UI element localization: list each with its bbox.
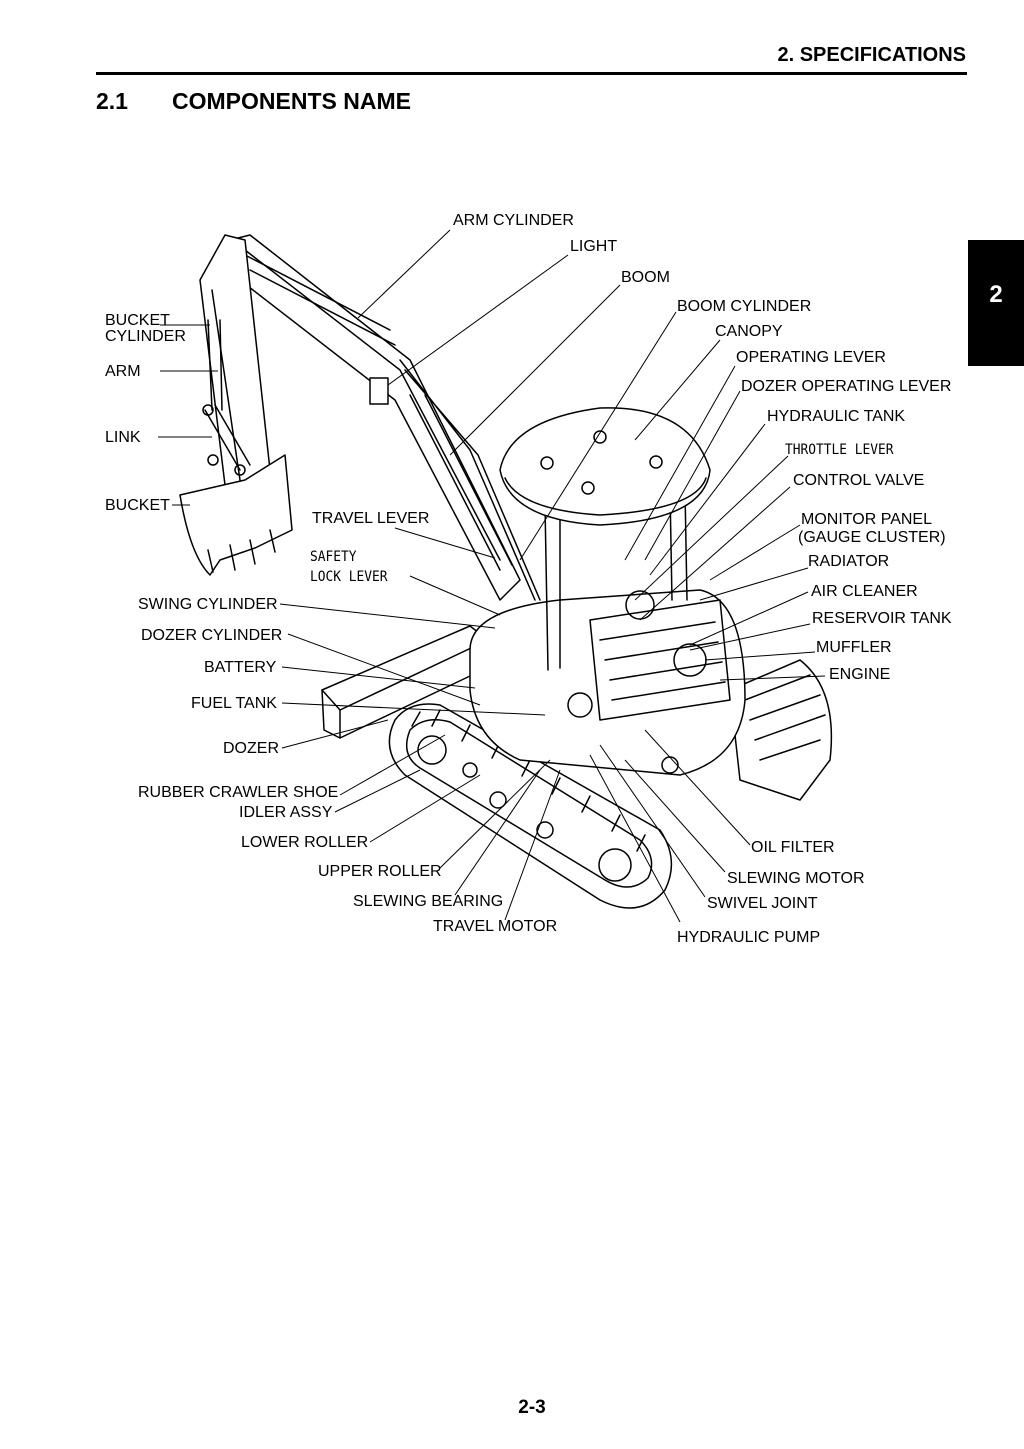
label-safety: SAFETY [310, 549, 357, 565]
label-slewing-motor: SLEWING MOTOR [727, 870, 865, 887]
label-throttle-lever: THROTTLE LEVER [785, 442, 894, 458]
label-arm: ARM [105, 363, 141, 380]
label-light: LIGHT [570, 238, 618, 255]
label-rubber-crawler-shoe: RUBBER CRAWLER SHOE [138, 784, 339, 801]
label-bucket: BUCKET [105, 497, 170, 514]
label-canopy: CANOPY [715, 323, 783, 340]
label-lower-roller: LOWER ROLLER [241, 834, 369, 851]
label-bucket-cylinder-2: CYLINDER [105, 328, 186, 345]
label-gauge-cluster: (GAUGE CLUSTER) [798, 529, 946, 546]
section-title: COMPONENTS NAME [172, 88, 411, 114]
section-number: 2.1 [96, 88, 128, 114]
label-engine: ENGINE [829, 666, 891, 683]
chapter-tab: 2 [968, 240, 1024, 366]
label-travel-lever: TRAVEL LEVER [312, 510, 430, 527]
label-reservoir-tank: RESERVOIR TANK [812, 610, 952, 627]
label-dozer-operating-lever: DOZER OPERATING LEVER [741, 378, 952, 395]
label-swing-cylinder: SWING CYLINDER [138, 596, 278, 613]
label-dozer: DOZER [223, 740, 279, 757]
label-muffler: MUFFLER [816, 639, 892, 656]
label-dozer-cylinder: DOZER CYLINDER [141, 627, 283, 644]
label-bucket-cylinder: BUCKET [105, 312, 170, 329]
label-control-valve: CONTROL VALVE [793, 472, 925, 489]
label-link: LINK [105, 429, 141, 446]
label-swivel-joint: SWIVEL JOINT [707, 895, 818, 912]
label-arm-cylinder: ARM CYLINDER [453, 212, 574, 229]
label-slewing-bearing: SLEWING BEARING [353, 893, 504, 910]
label-oil-filter: OIL FILTER [751, 839, 835, 856]
page-number: 2-3 [518, 1397, 546, 1418]
label-lock-lever: LOCK LEVER [310, 569, 388, 585]
label-hydraulic-pump: HYDRAULIC PUMP [677, 929, 821, 946]
label-radiator: RADIATOR [808, 553, 890, 570]
label-fuel-tank: FUEL TANK [191, 695, 277, 712]
label-idler-assy: IDLER ASSY [239, 804, 333, 821]
label-operating-lever: OPERATING LEVER [736, 349, 886, 366]
label-boom: BOOM [621, 269, 670, 286]
label-air-cleaner: AIR CLEANER [811, 583, 918, 600]
label-hydraulic-tank: HYDRAULIC TANK [767, 408, 906, 425]
header-divider [96, 72, 967, 75]
label-boom-cylinder: BOOM CYLINDER [677, 298, 812, 315]
running-header: 2. SPECIFICATIONS [777, 44, 966, 66]
label-battery: BATTERY [204, 659, 277, 676]
label-travel-motor: TRAVEL MOTOR [433, 918, 558, 935]
label-monitor-panel: MONITOR PANEL [801, 511, 932, 528]
label-upper-roller: UPPER ROLLER [318, 863, 442, 880]
section-heading: 2.1 COMPONENTS NAME [96, 88, 411, 115]
